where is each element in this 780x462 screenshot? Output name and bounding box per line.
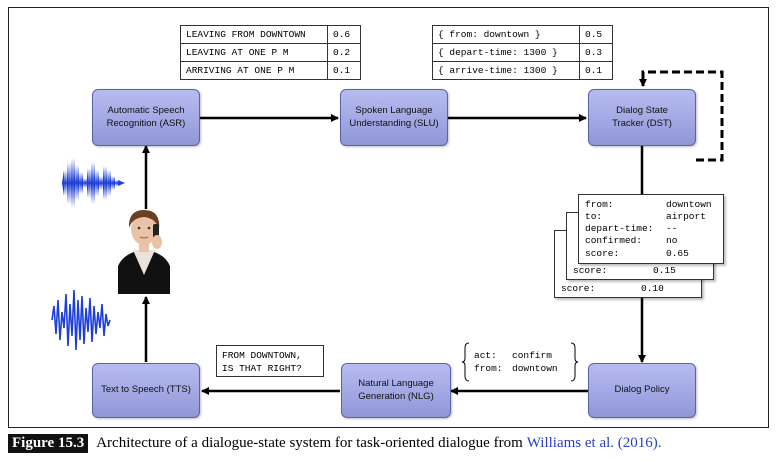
act-from-value: downtown — [512, 363, 558, 374]
hypothesis-score: 0.5 — [579, 25, 613, 44]
state-confirmed-value: no — [666, 235, 678, 246]
hypothesis-score: 0.2 — [327, 43, 361, 62]
hypothesis-text: LEAVING FROM DOWNTOWN — [180, 25, 328, 44]
tts-node: Text to Speech (TTS) — [92, 363, 200, 418]
policy-node: Dialog Policy — [588, 363, 696, 418]
hypothesis-score: 0.6 — [327, 25, 361, 44]
state-confirmed-label: confirmed: — [585, 235, 643, 246]
act-from-label: from: — [474, 363, 503, 374]
tts-label: Text to Speech (TTS) — [101, 384, 191, 396]
slu-node: Spoken Language Understanding (SLU) — [340, 89, 448, 146]
hypothesis-text: { depart-time: 1300 } — [432, 43, 580, 62]
state-score-label: score: — [585, 248, 620, 259]
speech-waveform-output — [51, 289, 111, 351]
table-row: { depart-time: 1300 }0.3 — [432, 43, 613, 62]
hypothesis-text: { arrive-time: 1300 } — [432, 61, 580, 80]
hypothesis-text: { from: downtown } — [432, 25, 580, 44]
slu-label: Spoken Language Understanding (SLU) — [349, 104, 439, 129]
state-depart-label: depart-time: — [585, 223, 654, 234]
asr-label: Automatic Speech Recognition (ASR) — [106, 104, 186, 129]
state-score-value: 0.65 — [666, 248, 689, 259]
state-from-label: from: — [585, 199, 614, 210]
dialog-act-frame: act: confirm from: downtown — [462, 342, 578, 382]
figure-caption: Figure 15.3 Architecture of a dialogue-s… — [8, 433, 662, 453]
nlg-output-box: FROM DOWNTOWN, IS THAT RIGHT? — [216, 345, 324, 377]
table-row: { arrive-time: 1300 }0.1 — [432, 61, 613, 80]
act-value: confirm — [512, 350, 552, 361]
state-to-label: to: — [585, 211, 603, 222]
dst-node: Dialog State Tracker (DST) — [588, 89, 696, 146]
user-photo — [115, 210, 173, 294]
hypothesis-score: 0.3 — [579, 43, 613, 62]
state-score-label: score: — [573, 265, 607, 276]
state-score-value: 0.10 — [641, 283, 664, 294]
hypothesis-score: 0.1 — [327, 61, 361, 80]
slu-nbest-table: { from: downtown }0.5 { depart-time: 130… — [432, 25, 613, 80]
nlg-node: Natural Language Generation (NLG) — [341, 363, 451, 418]
asr-node: Automatic Speech Recognition (ASR) — [92, 89, 200, 146]
nlg-output-text: FROM DOWNTOWN, IS THAT RIGHT? — [222, 350, 302, 374]
table-row: { from: downtown }0.5 — [432, 25, 613, 44]
dst-self-loop — [639, 70, 724, 162]
state-depart-value: -- — [666, 223, 678, 234]
policy-label: Dialog Policy — [614, 384, 670, 396]
citation-link[interactable]: Williams et al. (2016). — [526, 434, 662, 451]
state-score-value: 0.15 — [653, 265, 676, 276]
brace-right-icon — [570, 342, 578, 382]
hypothesis-score: 0.1 — [579, 61, 613, 80]
state-from-value: downtown — [666, 199, 712, 210]
nlg-label: Natural Language Generation (NLG) — [358, 377, 434, 402]
figure-label: Figure 15.3 — [8, 433, 89, 453]
state-to-value: airport — [666, 211, 706, 222]
dst-label: Dialog State Tracker (DST) — [612, 104, 672, 129]
state-score-label: score: — [561, 283, 595, 294]
figure-frame — [8, 7, 769, 428]
act-label: act: — [474, 350, 497, 361]
caption-text: Architecture of a dialogue-state system … — [96, 434, 523, 451]
hypothesis-text: LEAVING AT ONE P M — [180, 43, 328, 62]
brace-left-icon — [462, 342, 470, 382]
dialog-state-front: from: downtown to: airport depart-time: … — [578, 194, 724, 264]
speech-waveform-input — [54, 158, 125, 208]
hypothesis-text: ARRIVING AT ONE P M — [180, 61, 328, 80]
